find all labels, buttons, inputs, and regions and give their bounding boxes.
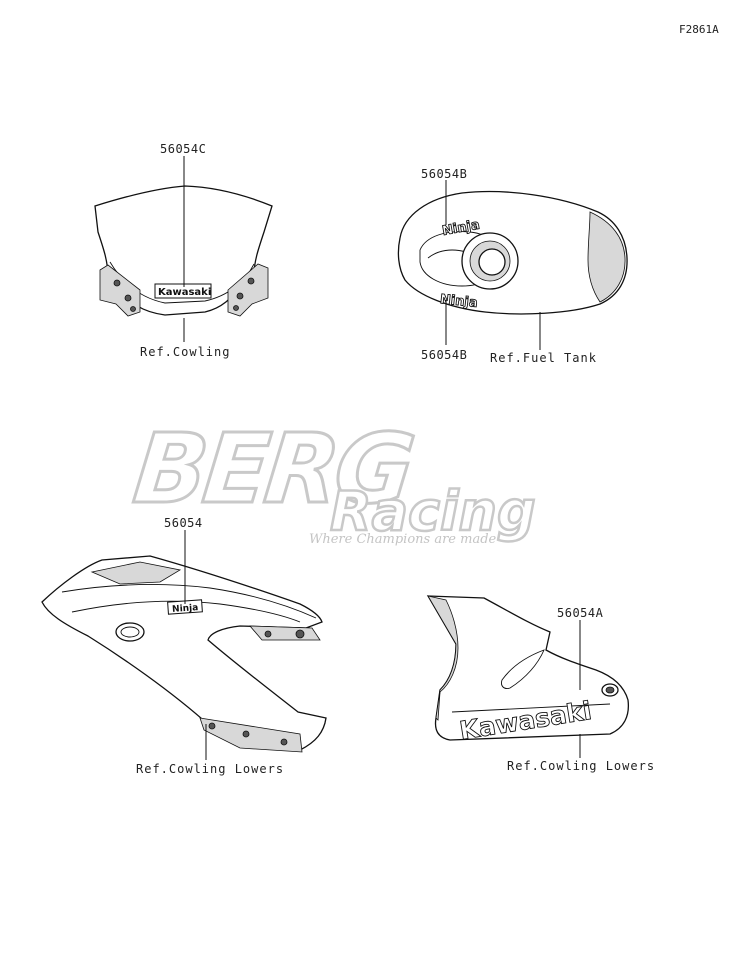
lower-cowling-part-number: 56054A (557, 606, 604, 620)
side-cowling-inner-line (71, 600, 301, 623)
side-cowling-outline (41, 555, 327, 751)
lower-cowling-side-shade (427, 595, 459, 721)
side-cowling-brackets (249, 625, 321, 641)
windshield-mount-hole (124, 294, 132, 302)
side-cowling-lower-brackets (199, 717, 303, 753)
windshield-mount-hole (130, 306, 136, 312)
side-cowling-assembly: Ninja 56054 Ref.Cowling Lowers (41, 516, 327, 776)
watermark-tagline: Where Champions are made (309, 532, 497, 547)
side-cowling-fastener (208, 722, 216, 730)
windshield-mount-right (227, 263, 269, 317)
tank-bottom-part-number: 56054B (421, 348, 467, 362)
windshield-mount-left (99, 264, 141, 317)
side-cowling-vent-inner (120, 626, 140, 638)
tank-decal-logo-top: Ninja (441, 218, 481, 239)
windshield-mount-hole (236, 292, 244, 300)
windshield-mount-hole (247, 277, 255, 285)
windshield-decal-logo: Kawasaki (158, 287, 211, 298)
windshield-decal (154, 283, 212, 299)
windshield-assembly: Kawasaki 56054C Ref.Cowling (94, 142, 273, 359)
side-cowling-fastener (264, 630, 272, 638)
windshield-ref-label: Ref.Cowling (140, 345, 230, 359)
side-cowling-vent-shade (90, 561, 182, 585)
watermark-brand: BERG (129, 413, 416, 525)
lower-cowling-ref-label: Ref.Cowling Lowers (507, 759, 655, 773)
tank-top-part-number: 56054B (421, 167, 467, 181)
fuel-tank-assembly: Ninja Ninja 56054B 56054B Ref.Fuel Tank (397, 167, 628, 365)
figure-code: F2861A (679, 23, 719, 36)
side-cowling-part-number: 56054 (164, 516, 203, 530)
windshield-mount-hole (233, 305, 239, 311)
lower-cowling-assembly: Kawasaki 56054A Ref.Cowling Lowers (426, 595, 655, 773)
side-cowling-top-edge (61, 584, 317, 619)
side-cowling-ref-label: Ref.Cowling Lowers (136, 762, 284, 776)
watermark-sub: Racing (330, 480, 536, 543)
side-cowling-decal-logo: Ninja (172, 603, 199, 615)
fuel-tank-rear-shade (587, 211, 626, 303)
side-cowling-fastener (295, 629, 305, 639)
side-cowling-vent (115, 622, 145, 642)
windshield-part-number: 56054C (160, 142, 206, 156)
fuel-tank-knee-recess (427, 249, 467, 259)
side-cowling-fastener (242, 730, 250, 738)
side-cowling-fastener (280, 738, 288, 746)
watermark: BERG Racing Where Champions are made (127, 412, 537, 547)
lower-cowling-vent (501, 649, 545, 689)
tank-decal-logo-bottom: Ninja (439, 292, 478, 311)
tank-ref-label: Ref.Fuel Tank (490, 351, 597, 365)
lower-cowling-fairing-edge (451, 703, 611, 713)
windshield-mount-hole (113, 279, 121, 287)
fuel-cap-inner (478, 248, 506, 276)
lower-cowling-fastener-inner (605, 686, 615, 694)
